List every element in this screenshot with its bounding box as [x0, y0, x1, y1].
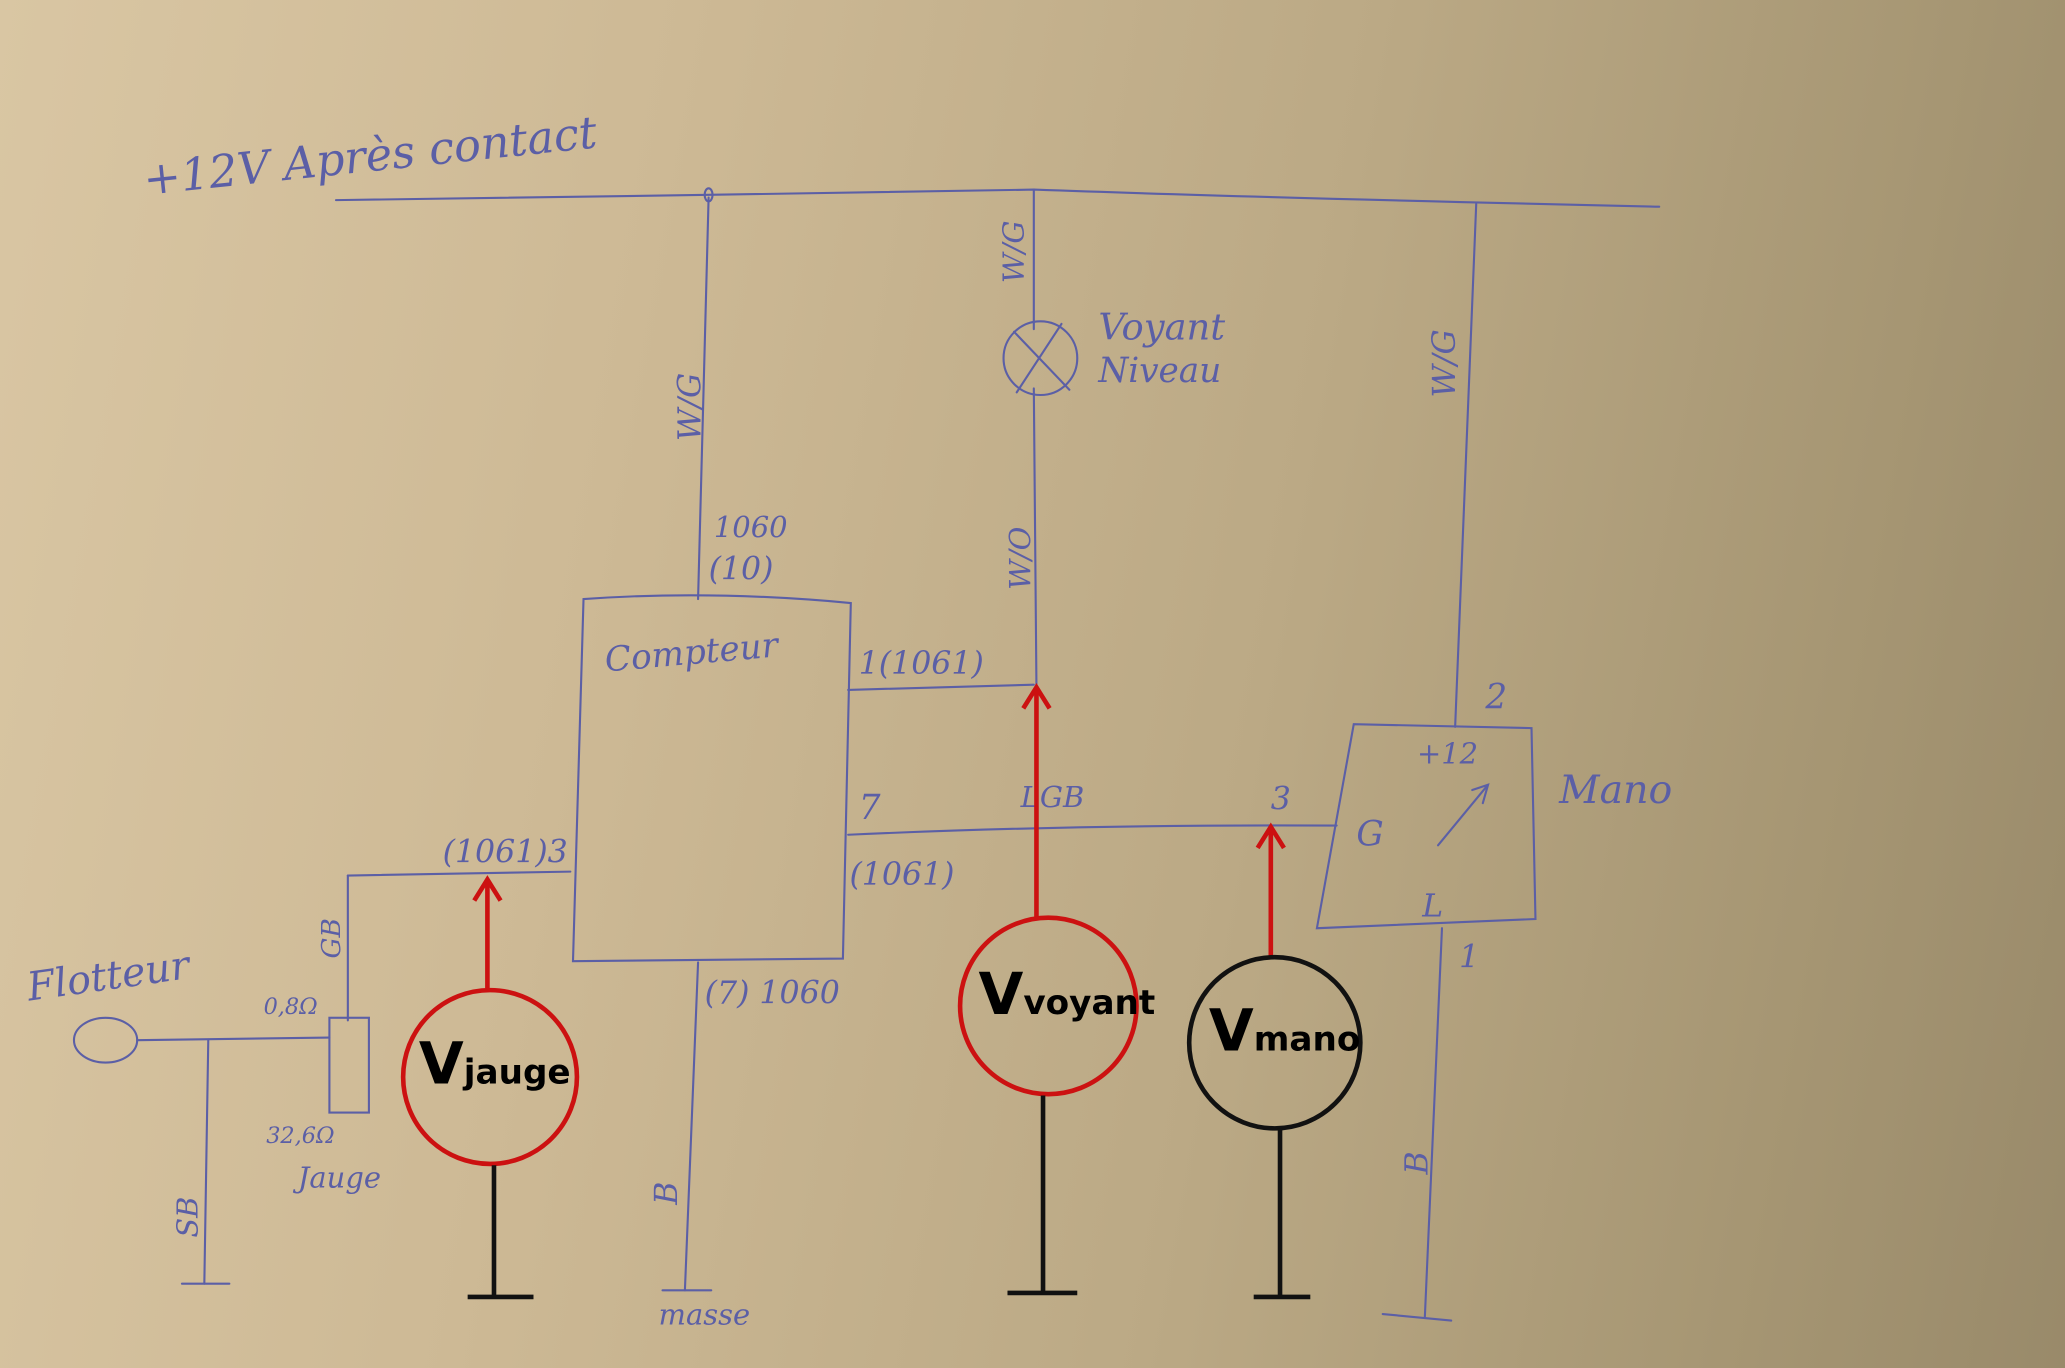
jauge-label: Jauge	[293, 1161, 381, 1195]
wire-voyant	[1032, 188, 1038, 689]
jauge-resistor	[328, 1016, 370, 1114]
mano-pin3: 3	[1271, 782, 1291, 818]
mano-label: Mano	[1558, 767, 1672, 813]
wire-mano-ground	[1423, 927, 1444, 1318]
wire-label-sb: SB	[171, 1197, 205, 1238]
compteur-top-pin2: (10)	[709, 551, 774, 587]
flotteur-rmin: 0,8Ω	[264, 994, 318, 1020]
wire-label-b: B	[649, 1182, 685, 1206]
lamp-label-2: Niveau	[1097, 351, 1221, 391]
wire-masse	[683, 961, 700, 1292]
compteur-pin7: 7	[859, 788, 881, 828]
wire-label-wg-voyant: W/G	[996, 220, 1030, 283]
mano-pin2: 2	[1484, 677, 1507, 717]
wire-flotteur	[136, 1036, 331, 1042]
wire-compteur-feed	[697, 196, 710, 601]
svg-text:Vmano: Vmano	[1209, 997, 1360, 1065]
flotteur-rmax: 32,6Ω	[266, 1123, 334, 1149]
mano-g: G	[1356, 814, 1383, 854]
ground-label: masse	[659, 1298, 751, 1332]
lamp-cross	[1013, 322, 1071, 394]
compteur-pin7b: (1061)	[849, 857, 954, 893]
lamp-symbol	[1002, 320, 1079, 397]
compteur-pin3: (1061)3	[443, 834, 568, 870]
compteur-bottom-pin: (7) 1060	[705, 975, 840, 1011]
voltmeter-voyant: Vvoyant	[957, 682, 1156, 1296]
compteur-pin1: 1(1061)	[859, 646, 984, 682]
supply-rail	[334, 188, 1661, 208]
compteur-top-pin: 1060	[714, 510, 788, 544]
mano-gauge-arrow	[1436, 783, 1490, 847]
wire-pin1	[847, 683, 1035, 691]
compteur-box	[571, 594, 852, 963]
wire-label-wo: W/O	[1003, 526, 1037, 590]
mano-plus12: +12	[1417, 737, 1478, 771]
compteur-label: Compteur	[603, 625, 782, 680]
voltmeter-jauge: Vjauge	[400, 875, 580, 1300]
wire-lgb	[847, 824, 1338, 836]
wire-jauge	[346, 870, 572, 877]
supply-label: +12V Après contact	[141, 105, 601, 205]
wire-label-wg: W/G	[673, 373, 709, 441]
mano-pin1: 1	[1459, 940, 1479, 976]
svg-text:Vvoyant: Vvoyant	[979, 960, 1156, 1028]
wire-mano-feed	[1454, 203, 1478, 728]
wire-label-b-mano: B	[1399, 1151, 1435, 1175]
mano-box	[1315, 723, 1537, 930]
wire-label-lgb: LGB	[1020, 780, 1085, 814]
flotteur-label: Flotteur	[23, 942, 194, 1011]
ground-symbol-mano	[1381, 1312, 1453, 1322]
voltmeter-mano: Vmano	[1186, 822, 1363, 1300]
svg-text:Vjauge: Vjauge	[419, 1030, 571, 1098]
wire-label-wg-mano: W/G	[1427, 329, 1463, 397]
lamp-label-1: Voyant	[1098, 306, 1225, 349]
flotteur-symbol	[72, 1016, 139, 1064]
wire-sb	[203, 1039, 210, 1285]
mano-l: L	[1421, 888, 1443, 924]
wire-label-gb: GB	[317, 918, 347, 958]
